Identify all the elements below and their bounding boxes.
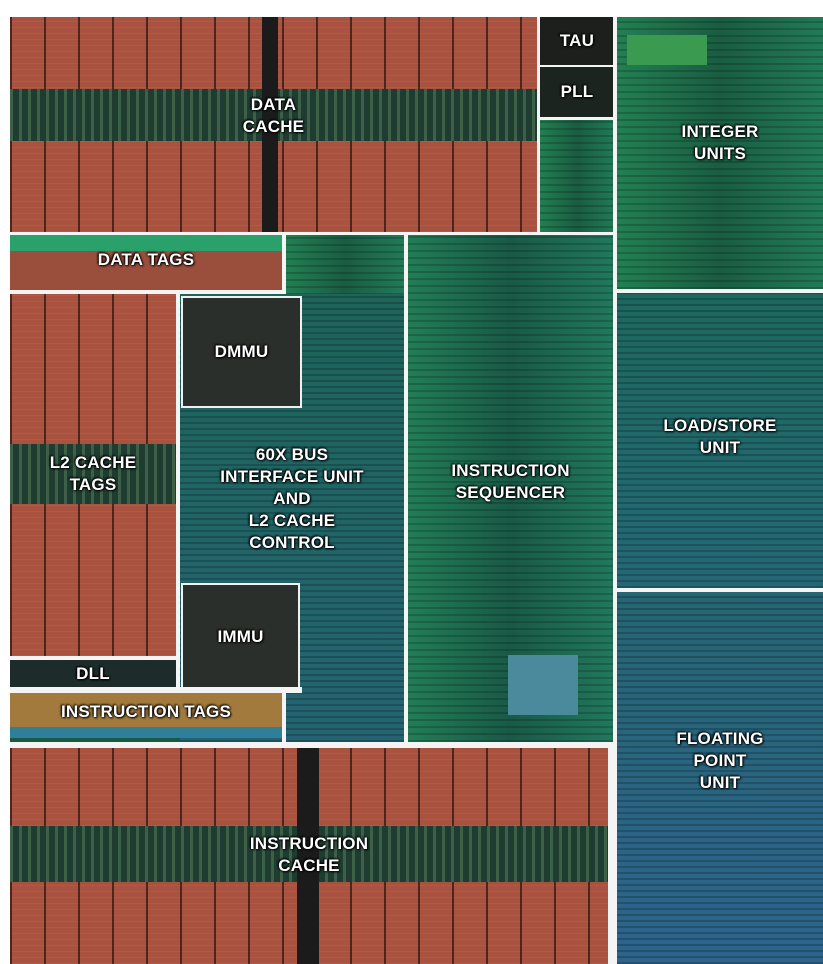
divider bbox=[282, 691, 286, 745]
logic-area-top-middle bbox=[539, 120, 615, 235]
divider bbox=[539, 65, 615, 67]
divider bbox=[615, 588, 823, 592]
logic-area-upper-bus bbox=[286, 235, 404, 295]
tau-label: TAU bbox=[539, 30, 615, 52]
divider bbox=[539, 117, 615, 120]
immu-block: IMMU bbox=[181, 583, 300, 691]
data-tags-block: DATA TAGS bbox=[10, 235, 282, 290]
processor-die: DATA CACHE TAU PLL INTEGER UNITS DATA TA… bbox=[10, 17, 823, 964]
dmmu-label: DMMU bbox=[183, 341, 300, 363]
dll-label: DLL bbox=[10, 663, 176, 685]
pll-block: PLL bbox=[539, 67, 615, 118]
data-tags-label: DATA TAGS bbox=[10, 249, 282, 271]
integer-units-block: INTEGER UNITS bbox=[617, 17, 823, 289]
instruction-cache-block: INSTRUCTION CACHE bbox=[10, 748, 608, 964]
divider bbox=[404, 233, 408, 745]
instruction-sequencer-label: INSTRUCTION SEQUENCER bbox=[408, 460, 613, 504]
instruction-tags-label: INSTRUCTION TAGS bbox=[10, 701, 282, 723]
dll-block: DLL bbox=[10, 660, 176, 687]
data-cache-block: DATA CACHE bbox=[10, 17, 537, 232]
instruction-cache-label: INSTRUCTION CACHE bbox=[10, 833, 608, 877]
divider bbox=[282, 233, 286, 291]
divider bbox=[10, 656, 178, 660]
divider bbox=[613, 17, 617, 964]
load-store-unit-label: LOAD/STORE UNIT bbox=[617, 415, 823, 459]
integer-units-label: INTEGER UNITS bbox=[617, 121, 823, 165]
divider bbox=[615, 289, 823, 293]
divider bbox=[10, 687, 302, 693]
tau-block: TAU bbox=[539, 17, 615, 65]
dmmu-block: DMMU bbox=[181, 296, 302, 408]
floating-point-unit-label: FLOATING POINT UNIT bbox=[617, 728, 823, 794]
floating-point-unit-block: FLOATING POINT UNIT bbox=[617, 592, 823, 964]
load-store-unit-block: LOAD/STORE UNIT bbox=[617, 293, 823, 588]
divider bbox=[10, 290, 286, 294]
immu-label: IMMU bbox=[183, 626, 298, 648]
l2-cache-tags-label: L2 CACHE TAGS bbox=[10, 452, 176, 496]
divider bbox=[176, 294, 180, 691]
divider bbox=[10, 232, 615, 235]
bus-interface-label: 60X BUS INTERFACE UNIT AND L2 CACHE CONT… bbox=[180, 444, 404, 554]
divider bbox=[10, 742, 615, 748]
instruction-tags-block: INSTRUCTION TAGS bbox=[10, 693, 282, 738]
divider bbox=[537, 17, 540, 235]
instruction-sequencer-block: INSTRUCTION SEQUENCER bbox=[408, 235, 613, 742]
l2-cache-tags-block: L2 CACHE TAGS bbox=[10, 294, 176, 656]
divider bbox=[608, 745, 613, 964]
data-cache-label: DATA CACHE bbox=[10, 94, 537, 138]
pll-label: PLL bbox=[539, 81, 615, 103]
